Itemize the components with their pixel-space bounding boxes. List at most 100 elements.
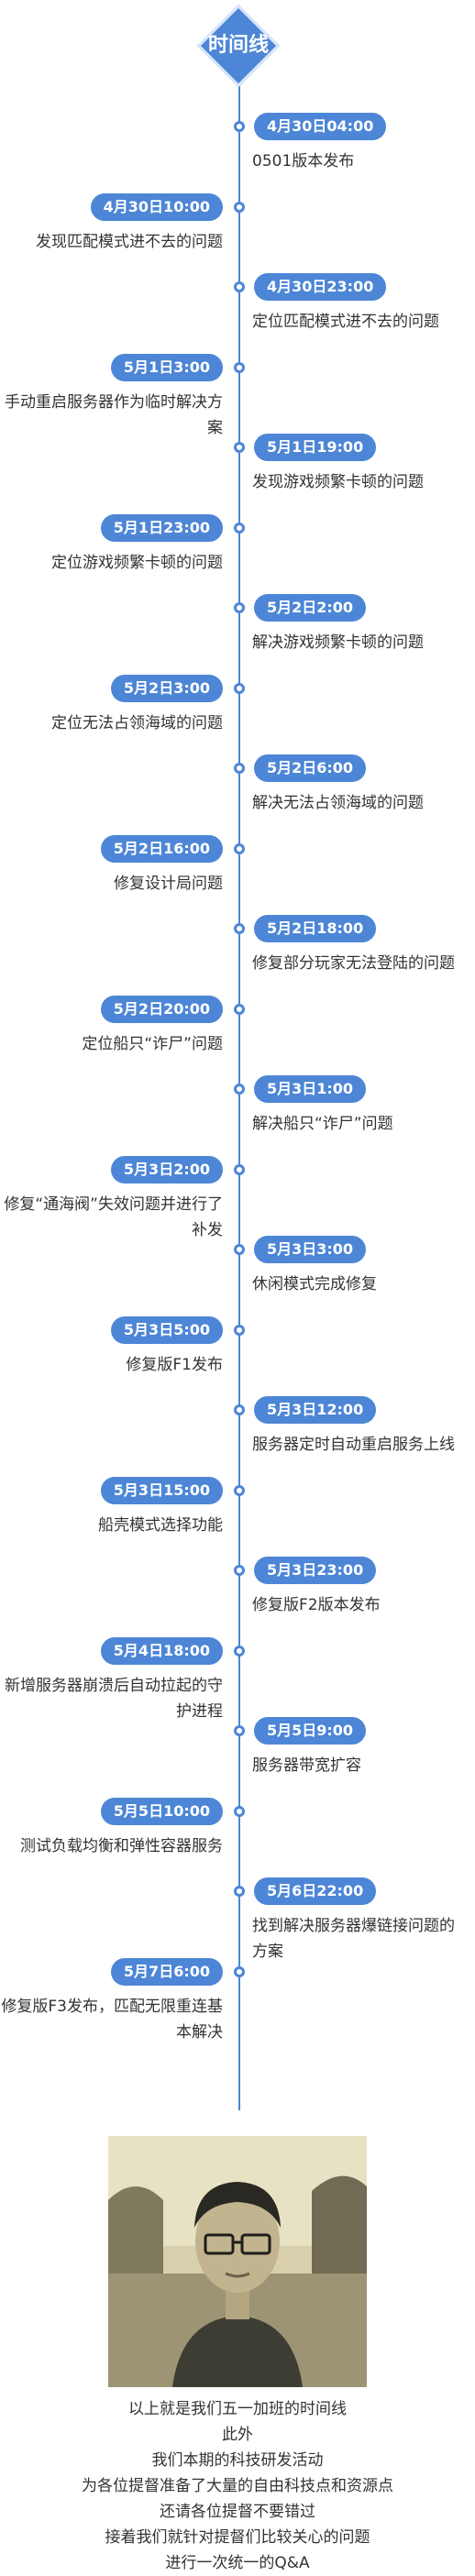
timeline-entry: 5月2日16:00 修复设计局问题 <box>0 834 475 915</box>
timeline-dot <box>234 1003 245 1015</box>
timeline-description: 定位匹配模式进不去的问题 <box>252 313 439 331</box>
timeline-description: 修复版F1发布 <box>126 1355 223 1374</box>
timeline-entry: 5月1日19:00 发现游戏频繁卡顿的问题 <box>0 434 475 513</box>
timeline-time-pill: 5月3日15:00 <box>100 1476 223 1504</box>
timeline-description: 解决船只“诈尸”问题 <box>252 1115 393 1133</box>
timeline-dot <box>234 281 245 292</box>
timeline-dot <box>234 121 245 132</box>
timeline-time-pill: 4月30日04:00 <box>254 113 387 140</box>
timeline-time-pill: 5月3日5:00 <box>110 1316 223 1344</box>
timeline-dot <box>234 1805 245 1817</box>
timeline-dot <box>234 1163 245 1175</box>
caption-line: 以上就是我们五一加班的时间线 <box>128 2400 347 2418</box>
timeline-entry: 5月5日10:00 测试负载均衡和弹性容器服务 <box>0 1797 475 1877</box>
timeline-dot <box>234 682 245 694</box>
timeline-dot <box>234 1965 245 1977</box>
timeline-description: 修复版F2版本发布 <box>252 1596 381 1614</box>
timeline-dot <box>234 1645 245 1657</box>
caption-line: 我们本期的科技研发活动 <box>151 2451 324 2470</box>
timeline-dot <box>234 1084 245 1095</box>
timeline-description: 修复部分玩家无法登陆的问题 <box>252 954 455 973</box>
presenter-photo-illustration <box>108 2136 367 2387</box>
caption-line: 为各位提督准备了大量的自由科技点和资源点 <box>82 2477 393 2495</box>
timeline-time-pill: 5月3日3:00 <box>254 1236 367 1263</box>
timeline-time-pill: 5月2日20:00 <box>100 995 223 1023</box>
timeline-entry: 5月4日18:00 新增服务器崩溃后自动拉起的守护进程 <box>0 1636 475 1721</box>
timeline-description: 修复“通海阀”失效问题并进行了补发 <box>4 1194 223 1239</box>
timeline-description: 找到解决服务器爆链接问题的方案 <box>252 1917 455 1961</box>
caption-line: 还请各位提督不要错过 <box>160 2503 315 2521</box>
footer-caption: 以上就是我们五一加班的时间线 此外 我们本期的科技研发活动 为各位提督准备了大量… <box>0 2396 475 2576</box>
timeline-entry: 5月2日2:00 解决游戏频繁卡顿的问题 <box>0 594 475 674</box>
timeline-entry: 5月7日6:00 修复版F3发布，匹配无限重连基本解决 <box>0 1957 475 2042</box>
timeline-dot <box>234 602 245 613</box>
timeline-entry: 5月1日23:00 定位游戏频繁卡顿的问题 <box>0 513 475 594</box>
timeline-badge: 时间线 <box>196 4 281 88</box>
timeline-time-pill: 5月5日10:00 <box>100 1797 223 1825</box>
timeline-entry: 5月2日18:00 修复部分玩家无法登陆的问题 <box>0 915 475 995</box>
timeline-description: 发现匹配模式进不去的问题 <box>36 232 223 251</box>
timeline-description: 修复设计局问题 <box>114 874 223 893</box>
timeline-dot <box>234 1725 245 1736</box>
timeline-time-pill: 4月30日23:00 <box>254 273 387 301</box>
timeline-entry: 4月30日04:00 0501版本发布 <box>0 113 475 193</box>
timeline-entry: 5月5日9:00 服务器带宽扩容 <box>0 1717 475 1797</box>
caption-line: 进行一次统一的Q&A <box>165 2554 310 2572</box>
timeline-entry: 5月3日23:00 修复版F2版本发布 <box>0 1557 475 1636</box>
timeline-time-pill: 5月3日23:00 <box>254 1557 377 1584</box>
caption-line: 接着我们就针对提督们比较关心的问题 <box>105 2528 370 2547</box>
timeline-description: 定位无法占领海域的问题 <box>51 713 223 732</box>
timeline-time-pill: 5月2日16:00 <box>100 834 223 863</box>
timeline-description: 定位船只“诈尸”问题 <box>82 1034 223 1053</box>
timeline-time-pill: 5月3日12:00 <box>254 1396 377 1424</box>
timeline-time-pill: 5月1日3:00 <box>110 353 223 381</box>
timeline-dot <box>234 1324 245 1336</box>
timeline-description: 测试负载均衡和弹性容器服务 <box>20 1836 223 1855</box>
timeline-dot <box>234 1404 245 1415</box>
timeline-description: 发现游戏频繁卡顿的问题 <box>252 473 424 491</box>
timeline-entry: 5月2日3:00 定位无法占领海域的问题 <box>0 674 475 754</box>
timeline-time-pill: 4月30日10:00 <box>90 193 223 221</box>
timeline-entry: 5月1日3:00 手动重启服务器作为临时解决方案 <box>0 353 475 437</box>
timeline-description: 解决游戏频繁卡顿的问题 <box>252 633 424 652</box>
timeline-entry: 5月3日1:00 解决船只“诈尸”问题 <box>0 1075 475 1155</box>
timeline-description: 服务器带宽扩容 <box>252 1756 361 1775</box>
timeline-dot <box>234 842 245 854</box>
badge-label: 时间线 <box>207 34 269 57</box>
timeline-entry: 4月30日10:00 发现匹配模式进不去的问题 <box>0 193 475 273</box>
timeline-dot <box>234 361 245 373</box>
timeline-entry: 5月3日12:00 服务器定时自动重启服务上线 <box>0 1396 475 1476</box>
timeline-entry: 4月30日23:00 定位匹配模式进不去的问题 <box>0 273 475 353</box>
timeline-description: 新增服务器崩溃后自动拉起的守护进程 <box>5 1676 223 1721</box>
timeline-description: 定位游戏频繁卡顿的问题 <box>51 553 223 572</box>
timeline-time-pill: 5月2日3:00 <box>110 674 223 702</box>
timeline-time-pill: 5月2日2:00 <box>254 594 367 622</box>
timeline-dot <box>234 201 245 213</box>
timeline-time-pill: 5月2日18:00 <box>254 915 377 942</box>
timeline-entry: 5月3日15:00 船壳模式选择功能 <box>0 1476 475 1557</box>
timeline-dot <box>234 442 245 453</box>
timeline-time-pill: 5月7日6:00 <box>110 1957 223 1986</box>
timeline-time-pill: 5月4日18:00 <box>100 1636 223 1665</box>
timeline-description: 修复版F3发布，匹配无限重连基本解决 <box>1 1997 223 2042</box>
timeline-dot <box>234 1886 245 1897</box>
timeline-dot <box>234 923 245 934</box>
timeline-description: 船壳模式选择功能 <box>98 1515 223 1535</box>
timeline-time-pill: 5月1日19:00 <box>254 434 377 461</box>
timeline-time-pill: 5月6日22:00 <box>254 1877 377 1905</box>
timeline-time-pill: 5月3日1:00 <box>254 1075 367 1103</box>
timeline-time-pill: 5月5日9:00 <box>254 1717 367 1745</box>
presenter-photo <box>108 2136 367 2387</box>
timeline-description: 0501版本发布 <box>252 152 355 171</box>
timeline-entry: 5月6日22:00 找到解决服务器爆链接问题的方案 <box>0 1877 475 1961</box>
timeline-time-pill: 5月2日6:00 <box>254 754 367 782</box>
timeline-description: 手动重启服务器作为临时解决方案 <box>5 392 223 437</box>
timeline-entry: 5月3日5:00 修复版F1发布 <box>0 1316 475 1396</box>
timeline-time-pill: 5月1日23:00 <box>100 513 223 542</box>
timeline-description: 服务器定时自动重启服务上线 <box>252 1436 455 1454</box>
timeline-dot <box>234 1484 245 1496</box>
